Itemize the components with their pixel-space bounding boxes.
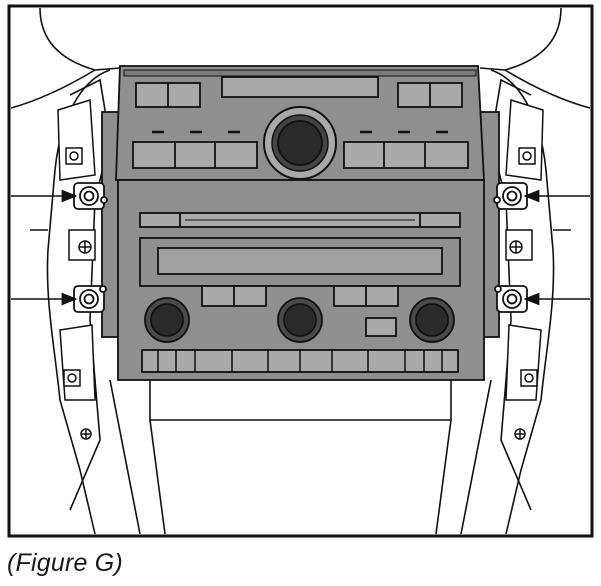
upper-right-screw[interactable] [493, 182, 528, 210]
figure-caption: (Figure G) [7, 549, 123, 577]
dashboard-outline [10, 7, 591, 535]
small-square-button[interactable] [365, 317, 397, 337]
mounting-screws [73, 182, 528, 313]
left-preset-row[interactable] [132, 141, 258, 169]
right-mounting-bracket [505, 99, 544, 440]
right-knob[interactable] [409, 297, 455, 343]
upper-left-screw[interactable] [73, 182, 108, 210]
left-knob[interactable] [144, 297, 190, 343]
right-preset-row[interactable] [343, 141, 469, 169]
left-mounting-bracket [57, 99, 96, 440]
radio-removal-diagram [7, 4, 594, 538]
radio-head-unit [101, 65, 500, 381]
top-display-window [221, 76, 379, 98]
lower-right-screw[interactable] [494, 285, 528, 313]
lower-left-screw[interactable] [73, 285, 107, 313]
callout-arrows [11, 189, 590, 306]
center-knob[interactable] [277, 297, 323, 343]
